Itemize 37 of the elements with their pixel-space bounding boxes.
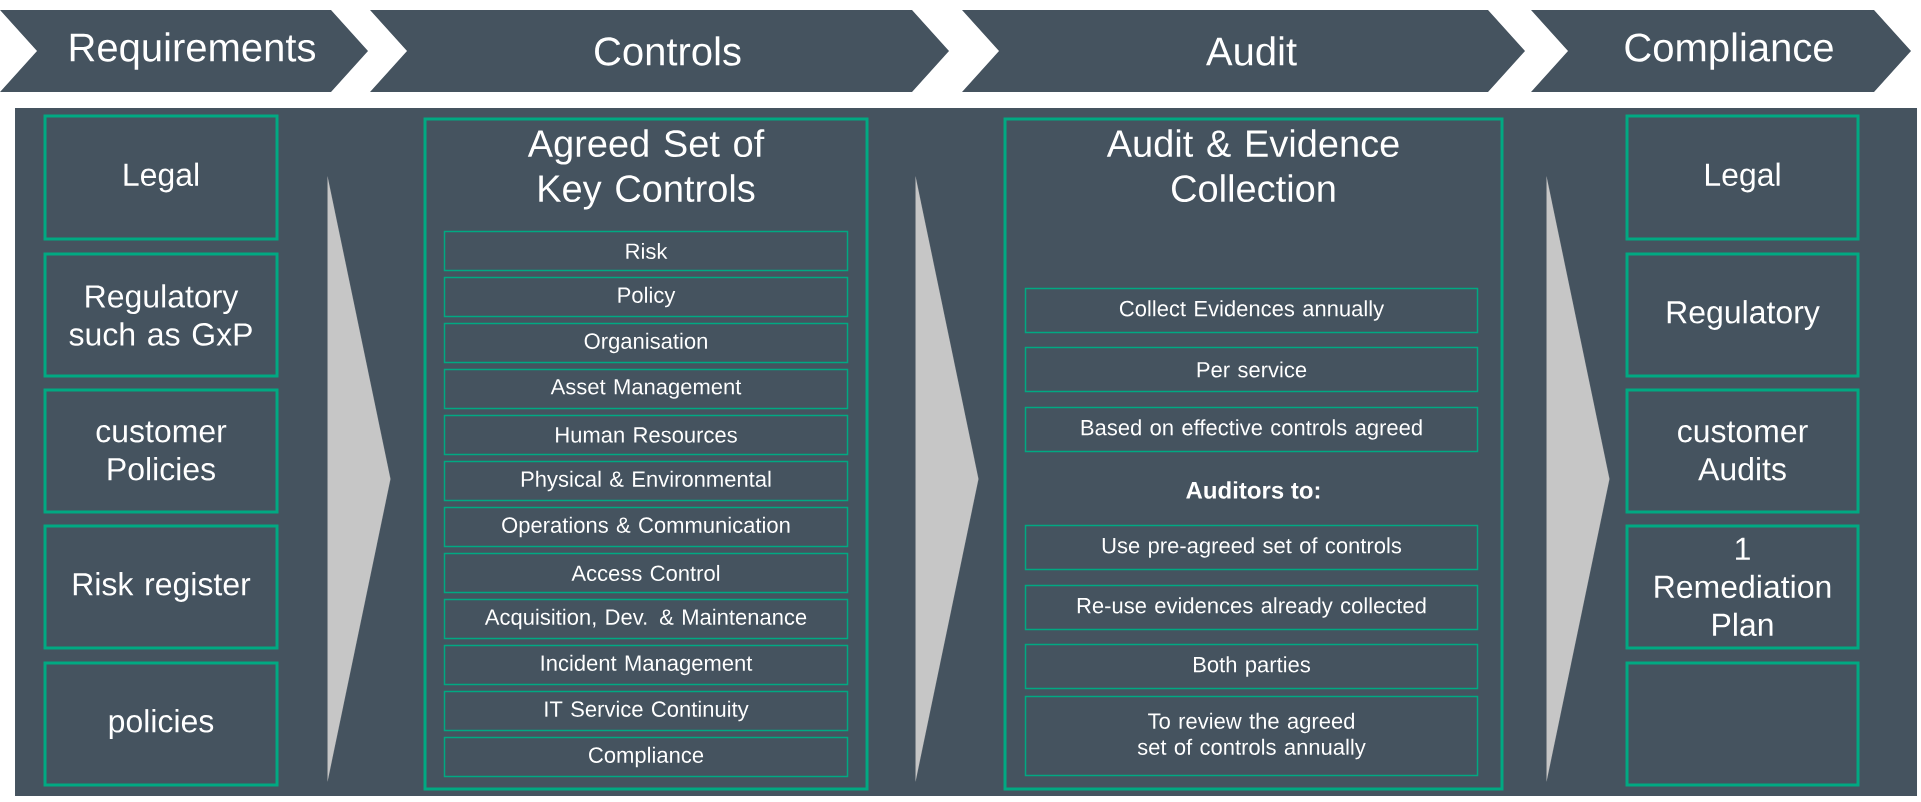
group-heading: Auditors to: xyxy=(1186,481,1320,499)
flow-arrow xyxy=(327,176,391,782)
item-box: Per service xyxy=(1024,346,1479,393)
item-box: IT Service Continuity xyxy=(443,690,849,732)
item-box: Use pre-agreed set of controls xyxy=(1024,524,1479,571)
item-box: Operations & Communication xyxy=(443,506,849,548)
item-box: Access Control xyxy=(443,552,849,594)
category-box: Legal xyxy=(43,114,279,241)
category-box: 1 Remediation Plan xyxy=(1625,524,1860,650)
chevron-band: Audit xyxy=(962,10,1525,92)
category-box: Regulatory such as GxP xyxy=(43,252,279,378)
flow-arrow xyxy=(915,176,979,782)
chevron-band: Requirements xyxy=(0,10,368,92)
item-box: Incident Management xyxy=(443,644,849,686)
category-box xyxy=(1625,661,1860,787)
item-box: Acquisition, Dev. & Maintenance xyxy=(443,598,849,640)
category-box: Legal xyxy=(1625,114,1860,241)
item-box: Physical & Environmental xyxy=(443,460,849,502)
category-box: policies xyxy=(43,661,279,787)
item-box: Asset Management xyxy=(443,368,849,410)
category-box: customer Audits xyxy=(1625,388,1860,514)
item-box: Policy xyxy=(443,276,849,318)
item-box: Risk xyxy=(443,230,849,272)
item-box: Organisation xyxy=(443,322,849,364)
item-box: To review the agreed set of controls annually xyxy=(1024,695,1479,777)
chevron-band: Controls xyxy=(370,10,949,92)
chevron-band: Compliance xyxy=(1531,10,1911,92)
category-box: Risk register xyxy=(43,524,279,650)
item-box: Collect Evidences annually xyxy=(1024,287,1479,334)
item-box: Human Resources xyxy=(443,414,849,456)
flow-arrow xyxy=(1546,176,1610,782)
category-box: customer Policies xyxy=(43,388,279,514)
category-box: Regulatory xyxy=(1625,252,1860,378)
item-box: Based on effective controls agreed xyxy=(1024,406,1479,453)
item-box: Re-use evidences already collected xyxy=(1024,584,1479,631)
item-box: Compliance xyxy=(443,736,849,778)
item-box: Both parties xyxy=(1024,643,1479,690)
